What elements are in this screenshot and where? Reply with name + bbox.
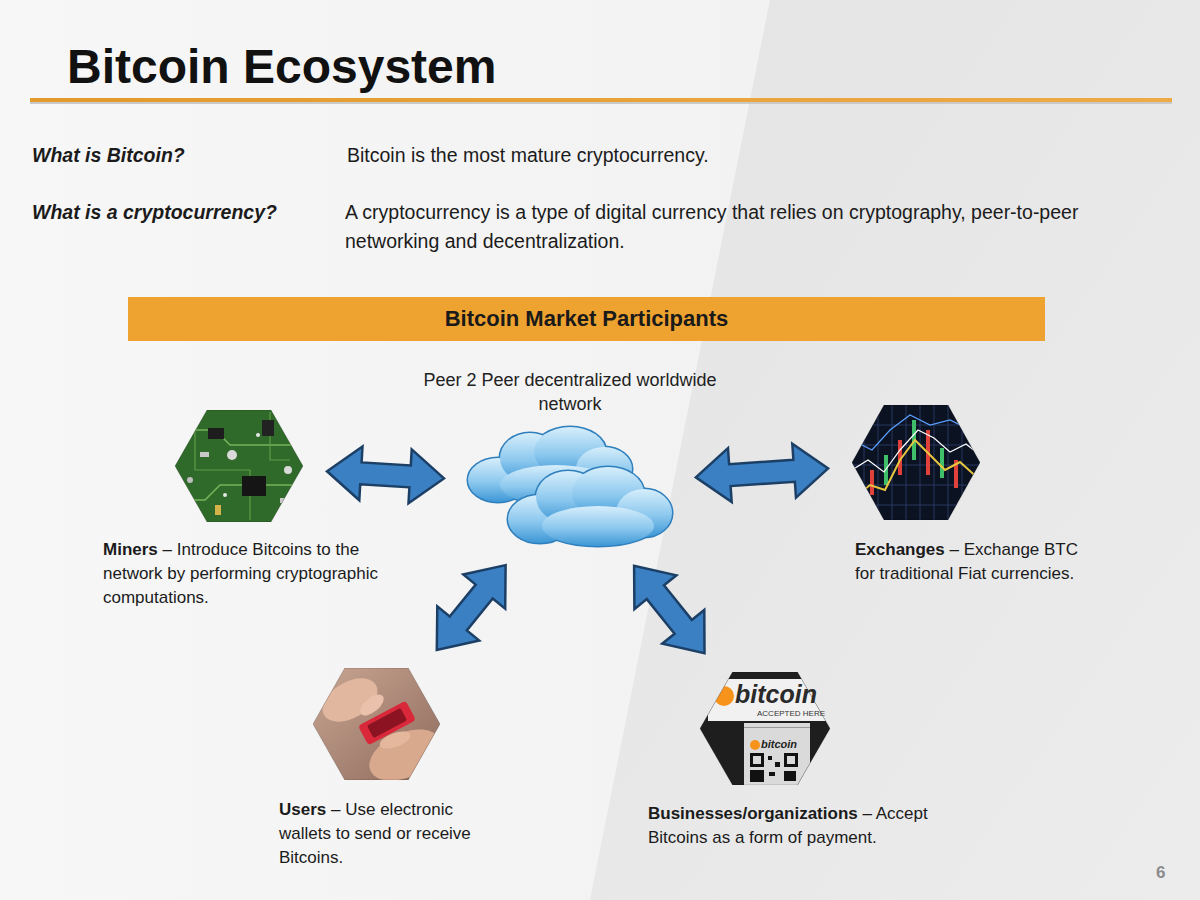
participant-name: Miners bbox=[103, 540, 158, 559]
participant-name: Exchanges bbox=[855, 540, 945, 559]
band-title: Bitcoin Market Participants bbox=[445, 306, 729, 332]
chart-base bbox=[852, 405, 980, 520]
sign-text: bitcoin bbox=[735, 679, 830, 709]
qr-code bbox=[784, 753, 798, 767]
hexagon-outline bbox=[175, 410, 303, 522]
slide-title: Bitcoin Ecosystem bbox=[67, 38, 967, 96]
stock-chart-image bbox=[852, 405, 980, 520]
intro-text: What is a cryptocurrency? bbox=[32, 198, 344, 227]
chart-line bbox=[852, 430, 980, 472]
intro-text: What is Bitcoin? bbox=[32, 142, 342, 168]
qr-code bbox=[768, 756, 772, 760]
qr-card bbox=[744, 723, 810, 785]
candle bbox=[940, 448, 944, 478]
chip bbox=[242, 476, 266, 496]
chip bbox=[208, 428, 224, 439]
capacitor bbox=[284, 466, 292, 474]
cloud-outline bbox=[542, 506, 654, 546]
double-block-arrow bbox=[327, 446, 444, 503]
board-trace bbox=[180, 430, 300, 445]
participant-caption: Businesses/organizations– Accept Bitcoin… bbox=[648, 802, 928, 850]
circuit-board-image bbox=[175, 410, 303, 522]
hexagon-border bbox=[700, 672, 830, 785]
chip bbox=[262, 420, 274, 436]
participant-caption: Exchanges– Exchange BTC for traditional … bbox=[855, 538, 1083, 586]
component bbox=[215, 505, 221, 515]
board-base bbox=[175, 410, 303, 522]
background-diagonal bbox=[590, 0, 1200, 900]
board-trace bbox=[180, 485, 300, 500]
participant-name: Users bbox=[279, 800, 326, 819]
board-trace bbox=[195, 415, 250, 520]
photo-base bbox=[700, 672, 830, 785]
hexagon-border bbox=[175, 410, 303, 522]
participant-hexagon: Users– Use electronic wallets to send or… bbox=[313, 668, 440, 780]
qr-code bbox=[753, 756, 761, 764]
intro-text: A cryptocurrency is a type of digital cu… bbox=[345, 198, 1101, 256]
cloud-fill bbox=[542, 506, 654, 546]
participant-name: Businesses/organizations bbox=[648, 804, 858, 823]
bitcoin-logo bbox=[750, 740, 760, 750]
qr-card-edge bbox=[744, 727, 810, 728]
cloud-heading: Peer 2 Peer decentralized worldwide netw… bbox=[416, 368, 724, 416]
double-block-arrow bbox=[634, 566, 704, 654]
intro-text: Bitcoin is the most mature cryptocurrenc… bbox=[347, 142, 1107, 168]
qr-code bbox=[787, 756, 795, 764]
hexagon-outline bbox=[852, 405, 980, 520]
chart-grid bbox=[852, 405, 980, 520]
participant-caption: Miners– Introduce Bitcoins to the networ… bbox=[103, 538, 398, 610]
participant-hexagon: Miners– Introduce Bitcoins to the networ… bbox=[175, 410, 303, 522]
double-block-arrow bbox=[437, 565, 506, 650]
qr-code bbox=[750, 770, 764, 782]
hexagon-border bbox=[852, 405, 980, 520]
finger bbox=[378, 728, 413, 752]
page-number: 6 bbox=[1156, 862, 1186, 884]
qr-code bbox=[775, 762, 780, 767]
phone-hands-image bbox=[313, 668, 449, 791]
participant-hexagon: Exchanges– Exchange BTC for traditional … bbox=[852, 405, 980, 520]
candle bbox=[870, 470, 874, 495]
solder-dot bbox=[256, 433, 260, 437]
title-rule bbox=[30, 98, 1172, 102]
bitcoin-logo bbox=[714, 686, 734, 706]
qr-code bbox=[750, 753, 764, 767]
qr-code bbox=[784, 771, 796, 781]
qr-code bbox=[769, 772, 775, 776]
hexagon-outline bbox=[313, 668, 440, 780]
rule-shadow bbox=[30, 102, 1172, 104]
sign-text: bitcoin bbox=[761, 738, 811, 751]
capacitor bbox=[187, 477, 193, 483]
cloud-heading-block: Peer 2 Peer decentralized worldwide netw… bbox=[416, 368, 724, 416]
finger bbox=[357, 691, 387, 720]
chart-line bbox=[852, 415, 980, 450]
solder-dot bbox=[223, 493, 227, 497]
bitcoin-sign-image bbox=[700, 672, 830, 785]
capacitor bbox=[227, 450, 237, 460]
header-band: Bitcoin Market Participants bbox=[128, 297, 1045, 341]
sign-text: ACCEPTED HERE bbox=[757, 709, 827, 719]
hexagon-border bbox=[313, 668, 440, 780]
double-block-arrow bbox=[696, 444, 828, 502]
cloud-shape bbox=[468, 425, 672, 547]
component bbox=[200, 452, 209, 457]
participant-caption: Users– Use electronic wallets to send or… bbox=[279, 798, 494, 870]
network-cloud: Peer 2 Peer decentralized worldwide netw… bbox=[468, 425, 672, 547]
